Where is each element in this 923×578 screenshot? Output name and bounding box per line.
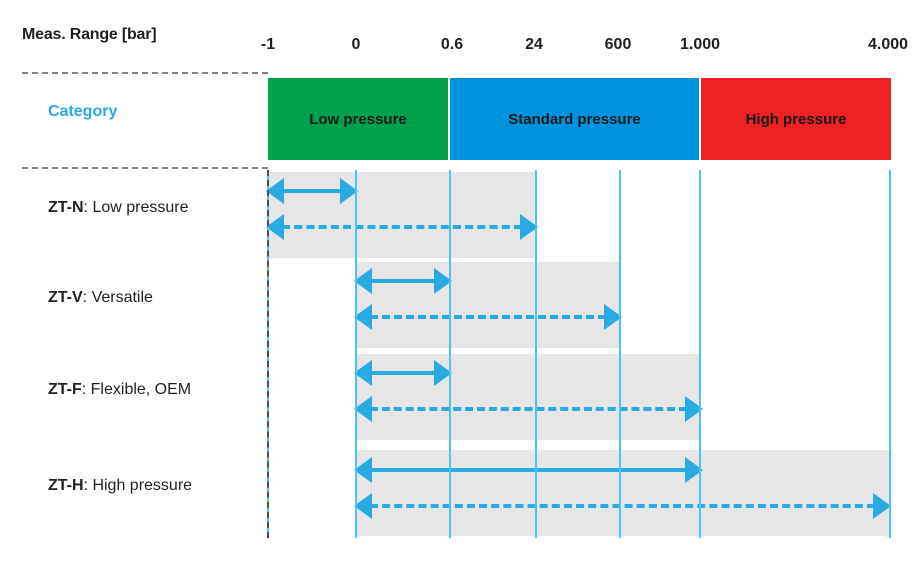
gridline-1000 xyxy=(699,170,701,538)
gridline-600 xyxy=(619,170,621,538)
gridline-0-6 xyxy=(449,170,451,538)
row-code-zt-h: ZT-H xyxy=(48,477,84,494)
arrow-shaft xyxy=(370,371,436,375)
row-sep-zt-f: : xyxy=(81,381,91,398)
arrowhead-right-icon xyxy=(340,178,358,204)
arrowhead-left-icon xyxy=(266,178,284,204)
category-divider xyxy=(22,167,268,169)
range-band-zt-v xyxy=(356,262,620,348)
baseline-dashed-divider xyxy=(267,170,269,538)
row-label-zt-n: ZT-N: Low pressure xyxy=(48,199,188,217)
arrowhead-left-icon xyxy=(354,268,372,294)
arrow-shaft-dashed xyxy=(370,315,606,319)
arrowhead-left-icon xyxy=(354,360,372,386)
arrowhead-right-icon xyxy=(873,493,891,519)
arrow-shaft-dashed xyxy=(370,407,687,411)
range-band-zt-h xyxy=(356,450,891,536)
category-band-low-pressure: Low pressure xyxy=(268,78,448,160)
arrowhead-left-icon xyxy=(354,493,372,519)
axis-tick--1: -1 xyxy=(260,36,276,53)
arrow-dashed-zt-n xyxy=(266,214,538,240)
axis-tick-0: 0 xyxy=(351,36,361,53)
row-sep-zt-n: : xyxy=(83,199,93,216)
gridline-24 xyxy=(535,170,537,538)
axis-title: Meas. Range [bar] xyxy=(22,26,157,43)
arrowhead-right-icon xyxy=(604,304,622,330)
axis-tick-0-6: 0.6 xyxy=(440,36,464,53)
arrow-solid-zt-v xyxy=(354,268,452,294)
gridline-0 xyxy=(355,170,357,538)
arrowhead-right-icon xyxy=(685,457,703,483)
category-band-high-pressure: High pressure xyxy=(701,78,891,160)
row-name-zt-n: Low pressure xyxy=(92,199,189,216)
arrowhead-right-icon xyxy=(520,214,538,240)
arrow-solid-zt-f xyxy=(354,360,452,386)
row-code-zt-n: ZT-N xyxy=(48,199,84,216)
axis-tick-4000: 4.000 xyxy=(867,36,909,53)
arrow-shaft xyxy=(370,468,687,472)
row-label-zt-v: ZT-V: Versatile xyxy=(48,289,153,307)
range-band-zt-f xyxy=(356,354,701,440)
arrow-dashed-zt-h xyxy=(354,493,891,519)
arrow-shaft xyxy=(282,189,342,193)
arrowhead-left-icon xyxy=(354,304,372,330)
arrowhead-left-icon xyxy=(354,457,372,483)
gridline-4000 xyxy=(889,170,891,538)
arrow-solid-zt-h xyxy=(354,457,703,483)
category-label: Category xyxy=(48,103,118,120)
row-code-zt-f: ZT-F xyxy=(48,381,82,398)
arrow-shaft xyxy=(370,279,436,283)
arrow-shaft-dashed xyxy=(370,504,875,508)
row-name-zt-h: High pressure xyxy=(92,477,193,494)
range-band-zt-n xyxy=(268,172,536,258)
row-sep-zt-h: : xyxy=(83,477,93,494)
axis-tick-600: 600 xyxy=(604,36,632,53)
arrow-shaft-dashed xyxy=(282,225,522,229)
arrowhead-right-icon xyxy=(434,268,452,294)
arrow-dashed-zt-v xyxy=(354,304,622,330)
arrow-dashed-zt-f xyxy=(354,396,703,422)
row-name-zt-v: Versatile xyxy=(91,289,153,306)
row-sep-zt-v: : xyxy=(82,289,92,306)
arrowhead-right-icon xyxy=(685,396,703,422)
row-label-zt-f: ZT-F: Flexible, OEM xyxy=(48,381,191,399)
category-band-standard-pressure: Standard pressure xyxy=(450,78,699,160)
row-code-zt-v: ZT-V xyxy=(48,289,83,306)
arrow-solid-zt-n xyxy=(266,178,358,204)
axis-tick-24: 24 xyxy=(525,36,543,53)
axis-tick-1000: 1.000 xyxy=(679,36,721,53)
arrowhead-left-icon xyxy=(354,396,372,422)
header-divider xyxy=(22,72,268,74)
row-label-zt-h: ZT-H: High pressure xyxy=(48,477,192,495)
arrowhead-right-icon xyxy=(434,360,452,386)
arrowhead-left-icon xyxy=(266,214,284,240)
row-name-zt-f: Flexible, OEM xyxy=(90,381,192,398)
